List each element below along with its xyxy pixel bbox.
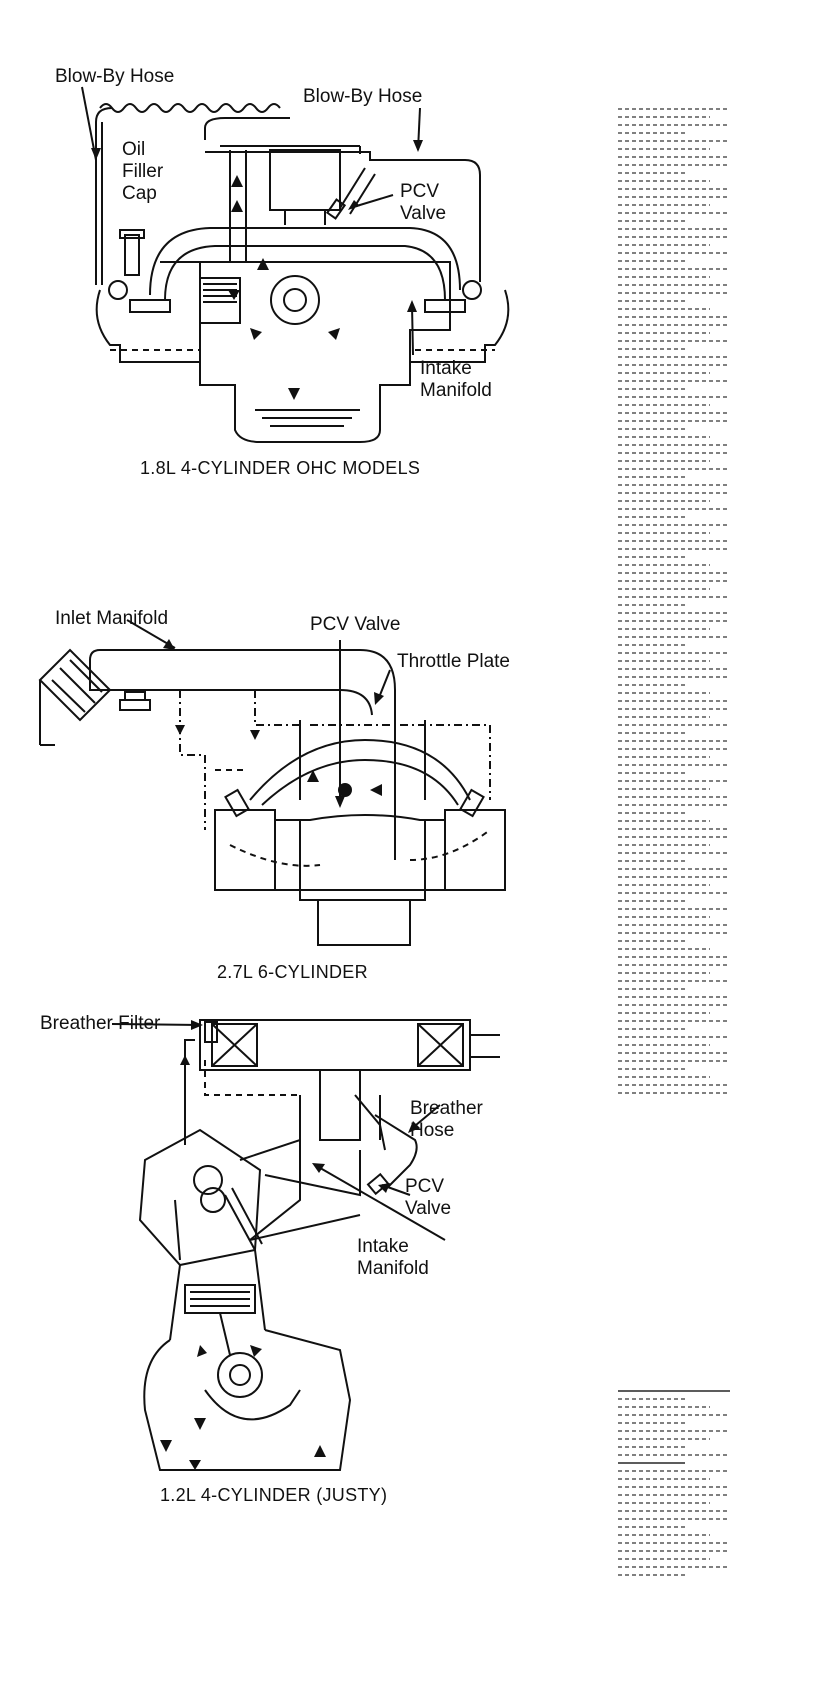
label-blow-by-hose-left: Blow-By Hose <box>55 66 175 87</box>
label-breather-filter: Breather Filter <box>40 1013 161 1034</box>
faded-text-column-upper <box>618 108 730 1100</box>
faded-text-column-lower <box>618 1390 730 1582</box>
caption-diagram-1: 1.8L 4-CYLINDER OHC MODELS <box>140 458 421 478</box>
label-pcv-valve-3: PCV Valve <box>405 1176 452 1219</box>
label-oil-filler-cap: Oil Filler Cap <box>122 139 164 204</box>
label-intake-manifold-3: Intake Manifold <box>357 1236 429 1279</box>
label-blow-by-hose-right: Blow-By Hose <box>303 86 423 107</box>
label-pcv-valve-2: PCV Valve <box>310 614 401 635</box>
label-pcv-valve-1: PCV Valve <box>400 181 447 224</box>
caption-diagram-2: 2.7L 6-CYLINDER <box>217 962 368 982</box>
label-breather-hose: Breather Hose <box>410 1098 483 1141</box>
label-intake-manifold-1: Intake Manifold <box>420 358 492 401</box>
caption-diagram-3: 1.2L 4-CYLINDER (JUSTY) <box>160 1485 388 1505</box>
label-inlet-manifold: Inlet Manifold <box>55 608 169 629</box>
label-throttle-plate: Throttle Plate <box>397 651 510 672</box>
